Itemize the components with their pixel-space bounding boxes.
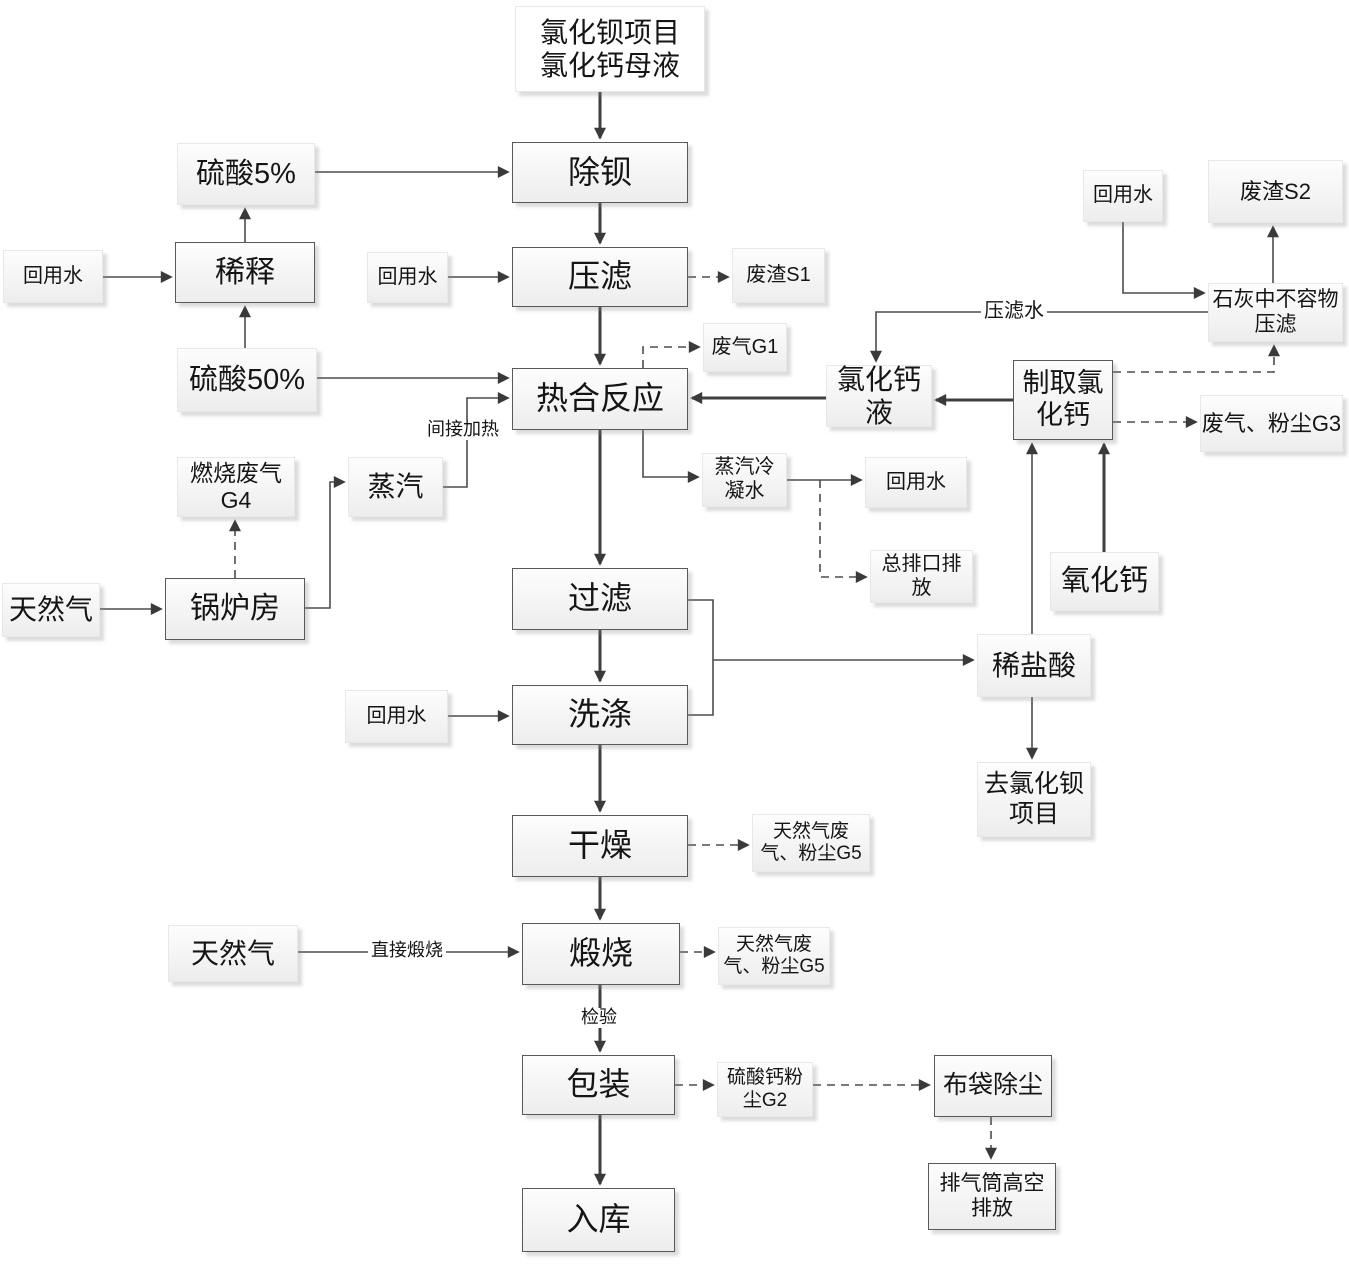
node-calcination: 煅烧 bbox=[522, 923, 680, 985]
edge-steam-to-thermal-reaction bbox=[443, 392, 510, 488]
node-caso4-dust-g2: 硫酸钙粉 尘G2 bbox=[717, 1062, 813, 1117]
node-gas-dust-g5b: 天然气废 气、粉尘G5 bbox=[718, 927, 830, 985]
node-outfall-discharge: 总排口排 放 bbox=[870, 550, 973, 603]
edge-make-cacl2-to-lime-press-filter bbox=[1113, 344, 1280, 373]
node-cao: 氧化钙 bbox=[1050, 552, 1159, 611]
node-sulfuric-5: 硫酸5% bbox=[177, 143, 315, 205]
edge-thermal-reaction-to-condensate bbox=[642, 430, 700, 483]
edge-boiler-room-to-steam bbox=[305, 476, 346, 609]
node-recycled-water-2: 回用水 bbox=[367, 252, 448, 303]
node-thermal-reaction: 热合反应 bbox=[512, 368, 688, 430]
node-recycled-water-4: 回用水 bbox=[1083, 170, 1163, 222]
node-burn-gas-g4: 燃烧废气 G4 bbox=[177, 457, 295, 517]
node-gas-dust-g3: 废气、粉尘G3 bbox=[1200, 395, 1343, 452]
node-dilution: 稀释 bbox=[175, 242, 315, 303]
node-natural-gas-2: 天然气 bbox=[168, 925, 298, 982]
node-to-bacl2-project: 去氯化钡 项目 bbox=[977, 762, 1091, 837]
node-lime-press-filter: 石灰中不容物 压滤 bbox=[1208, 283, 1343, 342]
label-indirect-heating: 间接加热 bbox=[424, 419, 502, 440]
node-boiler-room: 锅炉房 bbox=[165, 578, 305, 640]
edge-thermal-reaction-to-gas-g1 bbox=[642, 341, 701, 368]
node-filter: 过滤 bbox=[512, 568, 688, 630]
edge-press-filter-water-to-cacl2-liquid bbox=[870, 311, 1208, 363]
node-steam: 蒸汽 bbox=[348, 457, 443, 517]
node-cacl2-liquid: 氯化钙 液 bbox=[826, 364, 932, 428]
node-bag-dedust: 布袋除尘 bbox=[934, 1055, 1052, 1117]
node-remove-barium: 除钡 bbox=[512, 142, 688, 203]
node-gas-dust-g5a: 天然气废 气、粉尘G5 bbox=[752, 814, 870, 872]
node-natural-gas-1: 天然气 bbox=[2, 583, 100, 637]
node-press-filter: 压滤 bbox=[512, 247, 688, 307]
label-inspection: 检验 bbox=[578, 1007, 620, 1028]
edge-filter-washing-bracket bbox=[688, 599, 714, 716]
node-title: 氯化钡项目 氯化钙母液 bbox=[515, 6, 705, 92]
node-gas-g1: 废气G1 bbox=[703, 323, 787, 372]
node-steam-condensate: 蒸汽冷 凝水 bbox=[702, 453, 787, 507]
node-make-cacl2: 制取氯 化钙 bbox=[1013, 360, 1113, 440]
node-packing: 包装 bbox=[522, 1055, 675, 1115]
node-recycled-water-3: 回用水 bbox=[865, 457, 967, 508]
node-sulfuric-50: 硫酸50% bbox=[177, 348, 317, 412]
node-recycled-water-1: 回用水 bbox=[3, 250, 103, 303]
node-warehouse: 入库 bbox=[522, 1188, 675, 1252]
node-recycled-water-5: 回用水 bbox=[345, 690, 448, 743]
node-stack-discharge: 排气筒高空 排放 bbox=[928, 1163, 1056, 1230]
node-washing: 洗涤 bbox=[512, 685, 688, 745]
label-press-filter-water: 压滤水 bbox=[981, 300, 1047, 322]
node-drying: 干燥 bbox=[512, 815, 688, 877]
edge-recycled-water4-to-lime-press-filter bbox=[1122, 222, 1206, 299]
node-dilute-hcl: 稀盐酸 bbox=[977, 634, 1091, 697]
label-direct-calcination: 直接煅烧 bbox=[368, 940, 446, 961]
edge-condensate-to-outfall bbox=[819, 480, 868, 583]
node-slag-s1: 废渣S1 bbox=[732, 248, 825, 303]
node-slag-s2: 废渣S2 bbox=[1208, 160, 1343, 223]
